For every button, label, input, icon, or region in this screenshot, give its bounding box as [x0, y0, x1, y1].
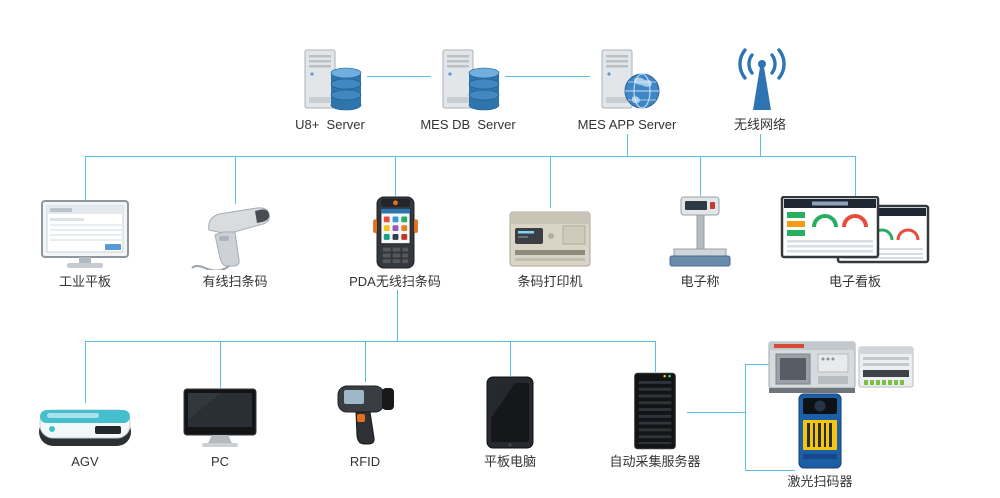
- node-label: MES DB Server: [420, 117, 516, 132]
- connector-line: [745, 364, 770, 365]
- connector-line: [745, 364, 746, 470]
- node-label: 激光扫码器: [787, 474, 853, 489]
- node-tablet-pc: 平板电脑: [440, 372, 580, 469]
- cnc-machine-icon: [768, 341, 856, 393]
- node-label: 条码打印机: [517, 274, 583, 289]
- connector-line: [367, 76, 431, 77]
- cnc-machine: [768, 336, 856, 399]
- connector-line: [700, 156, 701, 196]
- desktop-monitor-icon: [183, 388, 257, 447]
- tablet-icon: [486, 376, 534, 449]
- node-u8-server: U8+ Server: [260, 45, 400, 132]
- connector-bus-middle: [85, 156, 855, 157]
- wireless-antenna-icon: [738, 48, 786, 110]
- connector-line: [855, 156, 856, 196]
- node-label: PDA无线扫条码: [349, 274, 441, 289]
- node-label: 电子称: [680, 274, 720, 289]
- node-label: 有线扫条码: [202, 274, 268, 289]
- node-label: PC: [210, 454, 230, 469]
- connector-line: [397, 290, 398, 341]
- node-pc: PC: [150, 372, 290, 469]
- connector-line: [550, 156, 551, 208]
- node-label: RFID: [349, 454, 381, 469]
- server-database-icon: [304, 49, 362, 111]
- node-label: 自动采集服务器: [609, 454, 701, 469]
- plc-module-icon: [858, 346, 914, 388]
- node-label: U8+ Server: [295, 117, 365, 132]
- agv-robot-icon: [39, 409, 131, 446]
- node-electronic-scale: 电子称: [625, 196, 775, 289]
- node-label: 无线网络: [733, 117, 786, 132]
- node-rfid-reader: RFID: [295, 372, 435, 469]
- connector-line: [687, 412, 745, 413]
- connector-line: [627, 134, 628, 156]
- barcode-scanner-gun-icon: [191, 207, 270, 270]
- connector-line: [220, 341, 221, 388]
- node-label: 平板电脑: [483, 454, 536, 469]
- node-industrial-tablet: 工业平板: [10, 196, 160, 289]
- industrial-tablet-icon: [41, 200, 129, 268]
- server-rack-icon: [634, 372, 676, 450]
- connector-line: [395, 156, 396, 196]
- node-mes-app-server: MES APP Server: [557, 45, 697, 132]
- rfid-handheld-icon: [337, 385, 394, 445]
- node-electronic-kanban: 电子看板: [775, 196, 935, 289]
- connector-line: [85, 156, 86, 202]
- laser-scanner-icon: [798, 393, 842, 469]
- connector-line: [510, 341, 511, 376]
- node-label: AGV: [71, 454, 99, 469]
- platform-scale-icon: [669, 196, 731, 267]
- connector-bus-bottom: [85, 341, 655, 342]
- node-label: 电子看板: [828, 274, 881, 289]
- node-laser-scanner: 激光扫码器: [778, 392, 862, 489]
- dashboard-screens-icon: [780, 196, 930, 264]
- server-globe-icon: [601, 49, 660, 109]
- pda-handheld-icon: [372, 196, 418, 269]
- node-mes-db-server: MES DB Server: [398, 45, 538, 132]
- connector-line: [365, 341, 366, 382]
- connector-line: [235, 156, 236, 204]
- node-wireless-network: 无线网络: [690, 45, 830, 132]
- connector-line: [505, 76, 590, 77]
- connector-line: [760, 134, 761, 156]
- node-auto-collection-server: 自动采集服务器: [580, 372, 730, 469]
- node-label: 工业平板: [58, 274, 111, 289]
- server-database-icon: [442, 49, 500, 111]
- connector-line: [655, 341, 656, 372]
- node-label: MES APP Server: [577, 117, 677, 132]
- plc-module: [858, 344, 914, 395]
- connector-line: [85, 341, 86, 403]
- node-pda-wireless-scanner: PDA无线扫条码: [320, 196, 470, 289]
- node-wired-barcode-scanner: 有线扫条码: [160, 196, 310, 289]
- node-agv: AGV: [15, 372, 155, 469]
- barcode-printer-icon: [509, 211, 591, 267]
- node-barcode-printer: 条码打印机: [475, 196, 625, 289]
- connector-line: [745, 470, 795, 471]
